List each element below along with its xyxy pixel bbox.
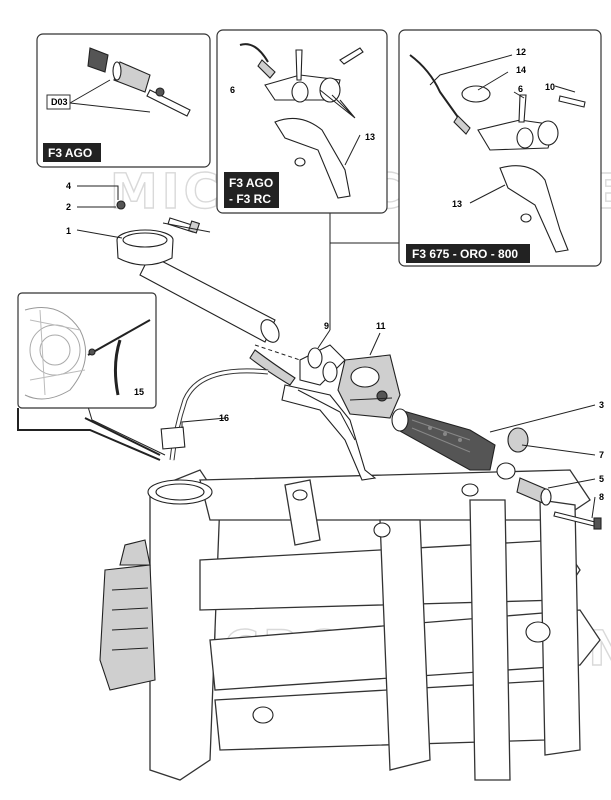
- inset-engine-detail: [17, 292, 161, 461]
- callout-14: 14: [516, 65, 526, 75]
- callout-6-inset2: 6: [230, 85, 235, 95]
- screw-2: [116, 200, 126, 210]
- motorcycle-frame: [99, 469, 601, 781]
- clutch-cable: [160, 368, 269, 461]
- inset-label-f3-675: F3 675 - ORO - 800: [412, 247, 518, 261]
- callout-10: 10: [545, 82, 555, 92]
- callout-13-inset2: 13: [365, 132, 375, 142]
- handlebar-tube: [116, 229, 280, 343]
- callout-1: 1: [66, 226, 71, 236]
- callout-2: 2: [66, 202, 71, 212]
- switch-housing: [337, 354, 401, 419]
- callout-labels: 4 2 1 6 13 12 14 6 10 13 9 11 3 7 5 8 15…: [66, 47, 604, 502]
- bar-end-parts: [496, 427, 602, 530]
- inset-f3-ago: D03 F3 AGO: [36, 33, 211, 168]
- code-box-d03: [46, 94, 71, 110]
- handle-grip: [391, 408, 496, 471]
- code-label-d03: D03: [51, 97, 68, 107]
- clutch-lever-assembly: [249, 344, 377, 481]
- inset-label-f3-ago-rc-line2: - F3 RC: [229, 192, 271, 206]
- callout-11: 11: [376, 321, 386, 331]
- callout-3: 3: [599, 400, 604, 410]
- callout-9: 9: [324, 321, 329, 331]
- callout-5: 5: [599, 474, 604, 484]
- inset-label-bg: [406, 244, 530, 263]
- inset-f3-ago-rc: F3 AGO - F3 RC: [216, 29, 388, 214]
- callout-15: 15: [134, 387, 144, 397]
- inset-label-bg: [224, 172, 279, 208]
- bolt-4: [167, 217, 201, 234]
- callout-12: 12: [516, 47, 526, 57]
- inset-label-f3-ago-rc-line1: F3 AGO: [229, 176, 273, 190]
- inset-label-bg: [43, 143, 101, 162]
- callout-8: 8: [599, 492, 604, 502]
- leader-lines: [76, 185, 596, 519]
- callout-7: 7: [599, 450, 604, 460]
- inset-label-f3-ago: F3 AGO: [48, 146, 92, 160]
- callout-6-inset3: 6: [518, 84, 523, 94]
- inset-f3-675: F3 675 - ORO - 800: [398, 29, 602, 267]
- callout-16: 16: [219, 413, 229, 423]
- callout-4: 4: [66, 181, 71, 191]
- callout-13-inset3: 13: [452, 199, 462, 209]
